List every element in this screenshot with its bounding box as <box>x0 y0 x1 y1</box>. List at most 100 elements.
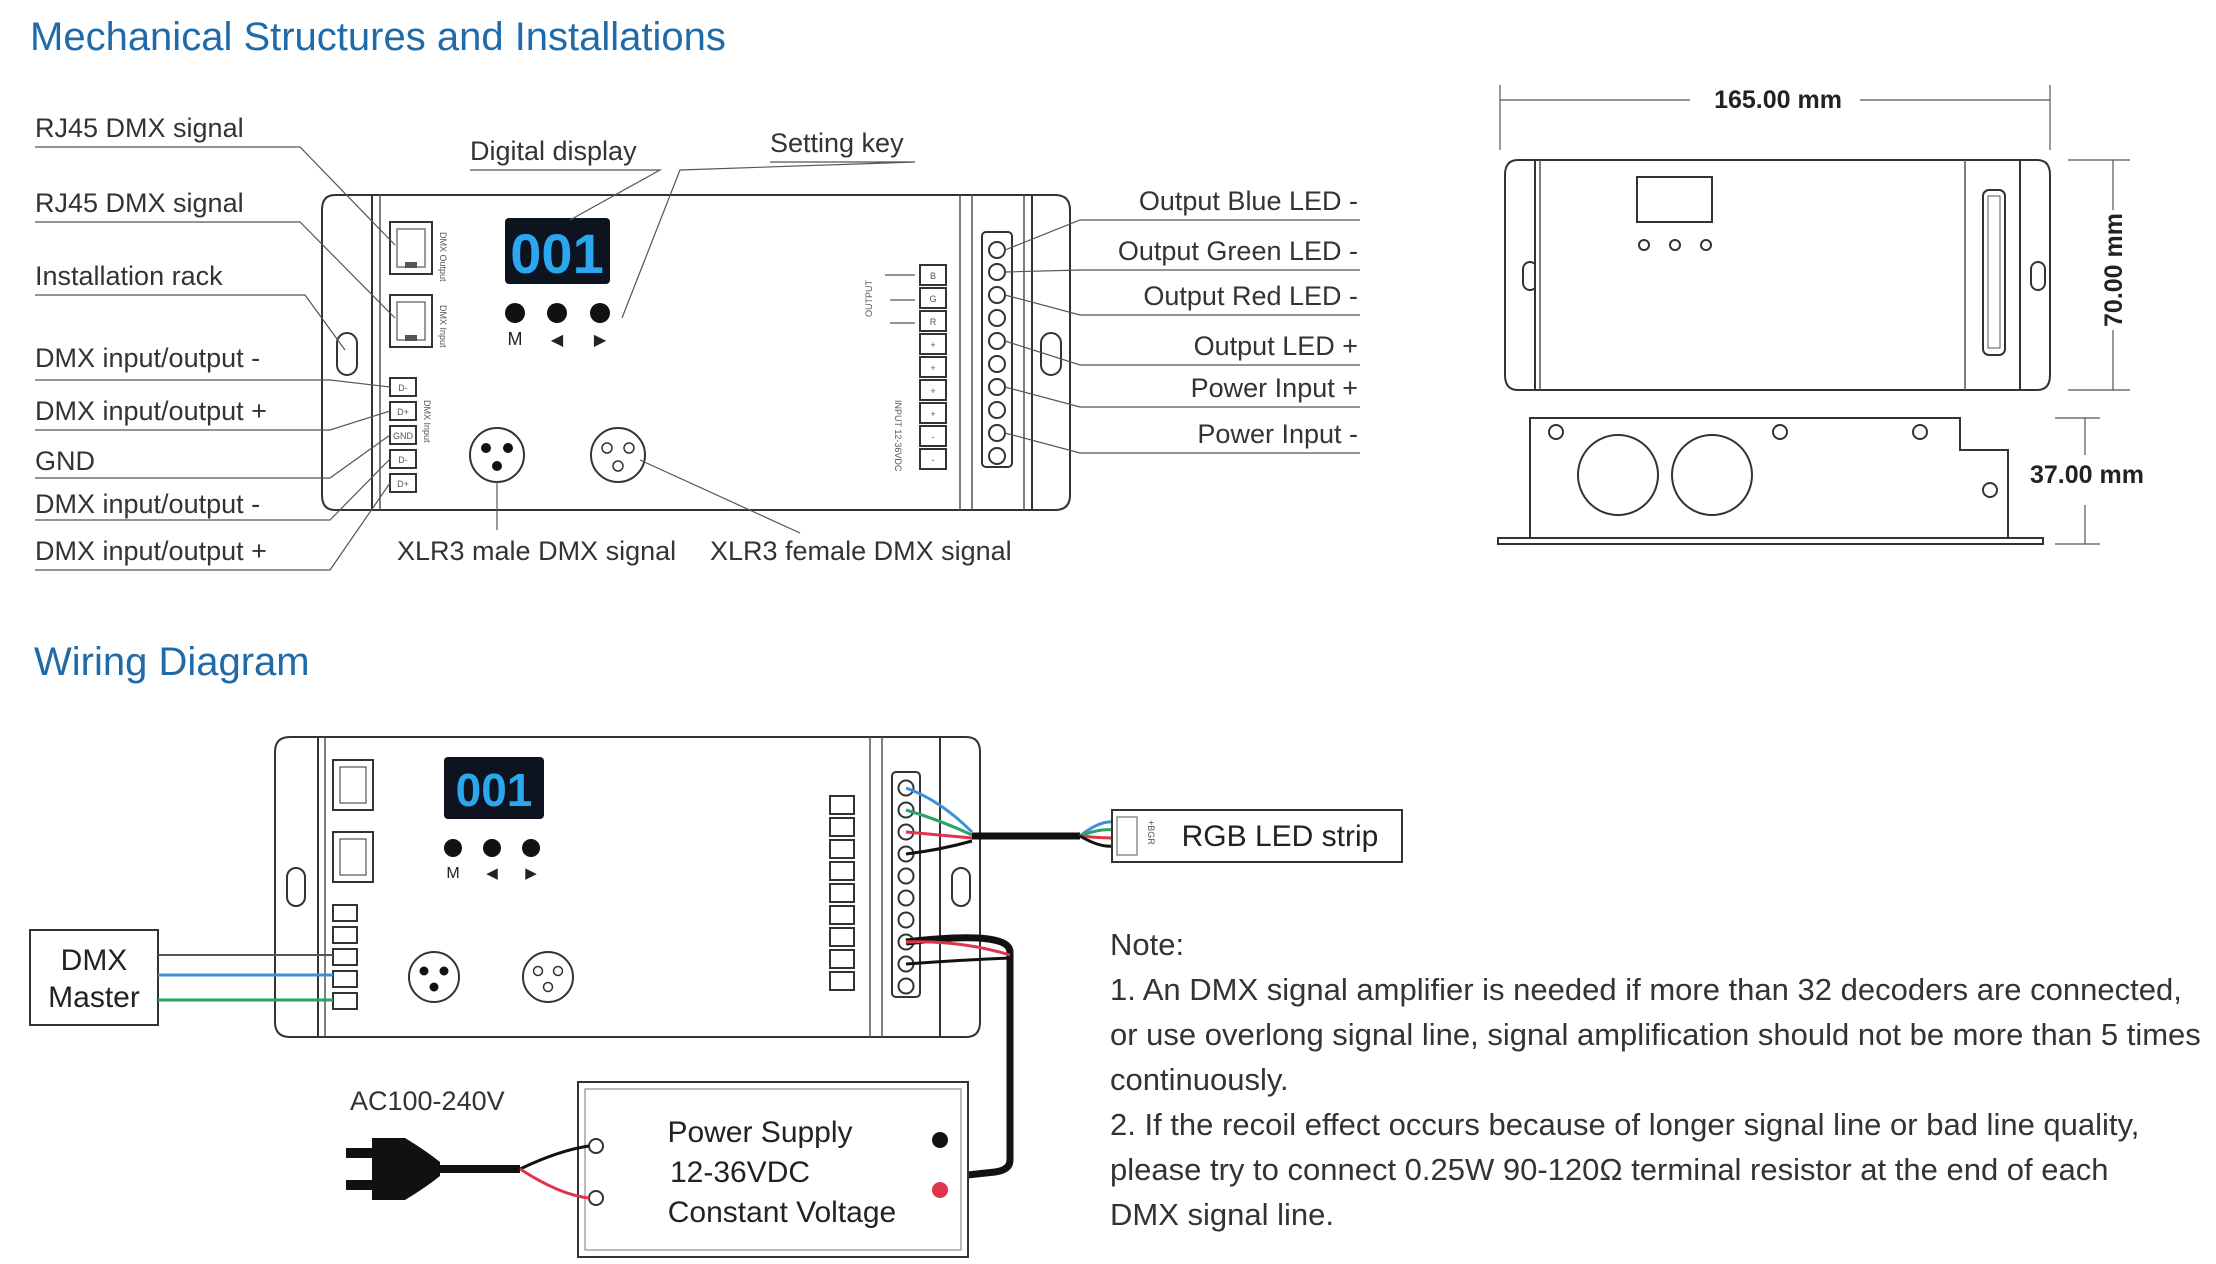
svg-text:◀: ◀ <box>486 865 498 882</box>
dimension-width: 70.00 mm <box>2100 213 2128 327</box>
digital-display <box>505 218 610 284</box>
note-line-3: continuously. <box>1110 1062 1289 1097</box>
svg-text:R: R <box>930 317 937 327</box>
svg-text:D-: D- <box>398 455 408 465</box>
callout-gnd: GND <box>35 446 95 476</box>
right-rack-slot <box>1040 332 1062 376</box>
callout-digital-display: Digital display <box>470 136 637 166</box>
xlr-female-connector <box>590 427 646 483</box>
svg-text:G: G <box>929 294 936 304</box>
svg-text:OUTPUT: OUTPUT <box>864 280 874 318</box>
top-view-drawing <box>1504 159 2051 391</box>
left-rack-slot <box>336 332 358 376</box>
dmx-master-label-2: Master <box>48 981 140 1014</box>
controller-front-view: DMX Output DMX Input 001 M ◀ ▶ D- D+ GND <box>321 194 1071 511</box>
ac-plug-icon <box>346 1138 590 1200</box>
svg-text:DMX Input: DMX Input <box>422 400 432 443</box>
top-callouts: Digital display Setting key <box>470 128 916 319</box>
mechanical-section-title: Mechanical Structures and Installations <box>30 15 726 59</box>
wiring-display <box>444 757 544 819</box>
notes-heading: Note: <box>1110 927 1184 962</box>
svg-text:-: - <box>932 432 935 442</box>
ac-input-label: AC100-240V <box>350 1086 505 1116</box>
svg-text:▶: ▶ <box>525 865 537 882</box>
left-callouts: RJ45 DMX signal RJ45 DMX signal Installa… <box>35 113 396 571</box>
svg-text:-: - <box>932 455 935 465</box>
callout-rj45-2: RJ45 DMX signal <box>35 188 244 218</box>
note-line-2: or use overlong signal line, signal ampl… <box>1110 1017 2201 1052</box>
svg-text:+: + <box>930 340 935 350</box>
output-terminal-block: B G R + + OUTPUT <box>864 264 947 378</box>
led-output-wires <box>905 786 1116 856</box>
bottom-callouts: XLR3 male DMX signal XLR3 female DMX sig… <box>397 459 1012 566</box>
callout-dmx-plus-2: DMX input/output + <box>35 536 267 566</box>
rj45-port-2: DMX Input <box>389 294 448 348</box>
svg-text:+: + <box>930 409 935 419</box>
ac-terminal-l <box>588 1138 604 1154</box>
svg-text:DMX Output: DMX Output <box>438 232 448 282</box>
screw-terminals <box>981 231 1013 468</box>
power-supply-label-3: Constant Voltage <box>668 1196 897 1229</box>
rgb-led-strip-label: RGB LED strip <box>1182 820 1379 853</box>
callout-power-plus: Power Input + <box>1191 373 1358 403</box>
dimension-lines: 165.00 mm 70.00 mm 37.00 mm <box>1499 85 2144 545</box>
left-key[interactable] <box>547 303 567 323</box>
svg-text:+: + <box>930 363 935 373</box>
right-key[interactable] <box>590 303 610 323</box>
dmx-master-label-1: DMX <box>61 944 128 977</box>
right-key-label: ▶ <box>594 332 607 349</box>
svg-text:DMX Input: DMX Input <box>438 305 448 348</box>
svg-text:GND: GND <box>393 431 414 441</box>
svg-text:+: + <box>930 386 935 396</box>
callout-output-blue: Output Blue LED - <box>1139 186 1358 216</box>
left-key-label: ◀ <box>551 332 564 349</box>
dimension-height: 37.00 mm <box>2030 461 2144 489</box>
power-supply-box <box>577 1081 969 1258</box>
svg-text:D-: D- <box>398 383 408 393</box>
note-line-4: 2. If the recoil effect occurs because o… <box>1110 1107 2139 1142</box>
svg-text:B: B <box>930 271 936 281</box>
callout-dmx-plus-1: DMX input/output + <box>35 396 267 426</box>
note-line-5: please try to connect 0.25W 90-120Ω term… <box>1110 1152 2109 1187</box>
m-key[interactable] <box>505 303 525 323</box>
callout-dmx-minus-1: DMX input/output - <box>35 343 260 373</box>
svg-text:D+: D+ <box>397 407 409 417</box>
callout-dmx-minus-2: DMX input/output - <box>35 489 260 519</box>
note-line-6: DMX signal line. <box>1110 1197 1334 1232</box>
xlr-male-connector <box>469 427 525 483</box>
rj45-port-1: DMX Output <box>389 221 448 282</box>
wiring-display-digits: 001 <box>456 764 533 816</box>
power-supply-label-2: 12-36VDC <box>670 1156 810 1189</box>
rgb-led-strip-box <box>1111 809 1403 863</box>
side-view-drawing <box>1497 417 2044 545</box>
callout-power-minus: Power Input - <box>1197 419 1358 449</box>
svg-text:INPUT 12-36VDC: INPUT 12-36VDC <box>893 400 903 472</box>
dmx-master-box <box>29 929 159 1026</box>
note-line-1: 1. An DMX signal amplifier is needed if … <box>1110 972 2182 1007</box>
callout-output-green: Output Green LED - <box>1118 236 1358 266</box>
svg-text:D+: D+ <box>397 479 409 489</box>
rgb-strip-pins: +BGR <box>1146 820 1156 845</box>
callout-xlr-female: XLR3 female DMX signal <box>710 536 1012 566</box>
callout-output-led-plus: Output LED + <box>1194 331 1358 361</box>
dimension-length: 165.00 mm <box>1714 86 1842 114</box>
right-callouts: Output Blue LED - Output Green LED - Out… <box>1004 186 1360 454</box>
callout-xlr-male: XLR3 male DMX signal <box>397 536 676 566</box>
ac-terminal-n <box>588 1190 604 1206</box>
input-terminal-block: + + - - INPUT 12-36VDC <box>893 379 947 472</box>
wiring-section-title: Wiring Diagram <box>34 640 310 684</box>
notes-block: Note: 1. An DMX signal amplifier is need… <box>1110 927 2201 1232</box>
dc-terminal-minus <box>932 1132 948 1148</box>
dc-terminal-plus <box>932 1182 948 1198</box>
callout-setting-key: Setting key <box>770 128 904 158</box>
display-digits: 001 <box>510 222 603 285</box>
callout-installation-rack: Installation rack <box>35 261 223 291</box>
wiring-controller: 001 M ◀ ▶ <box>274 736 981 1038</box>
callout-output-red: Output Red LED - <box>1143 281 1358 311</box>
m-key-label: M <box>508 329 523 349</box>
power-supply-label-1: Power Supply <box>667 1116 852 1149</box>
callout-rj45-1: RJ45 DMX signal <box>35 113 244 143</box>
dmx-signal-wires <box>158 954 333 1002</box>
svg-text:M: M <box>446 865 459 882</box>
